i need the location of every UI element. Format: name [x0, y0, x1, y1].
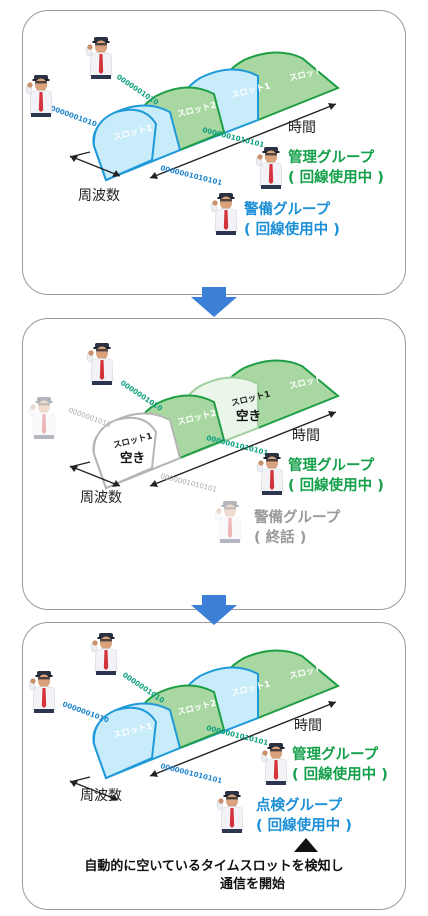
- panel1-tunnel: スロット2 スロット1 スロット2 スロット1: [69, 51, 340, 182]
- bit-stream: 0000001010: [49, 104, 98, 128]
- person-icon: [85, 36, 113, 80]
- group-status: ( 回線使用中 ): [292, 765, 388, 783]
- group-name: 管理グループ: [292, 745, 379, 763]
- axis-freq-label: 周波数: [80, 788, 122, 804]
- group-name: 点検グループ: [256, 796, 343, 814]
- panel2-tunnel: スロット2 スロット1 空き スロット2 スロット1 空き: [69, 359, 340, 490]
- group-name: 警備グループ: [253, 508, 341, 526]
- down-arrow-icon: [191, 595, 237, 625]
- bit-stream: 0000001010101: [206, 434, 269, 457]
- empty-label: 空き: [236, 408, 261, 423]
- axis-time-label: 時間: [294, 718, 322, 734]
- group-status: ( 終話 ): [254, 528, 306, 546]
- person-icon: [90, 632, 118, 676]
- person-icon: [255, 146, 283, 190]
- bit-stream: 0000001010: [119, 379, 164, 413]
- person-icon: [86, 342, 114, 386]
- bit-stream: 0000001010: [67, 406, 112, 429]
- caption-line-1: 自動的に空いているタイムスロットを検知し: [84, 859, 344, 874]
- person-icon: [260, 742, 288, 786]
- panel3-tunnel: スロット2 スロット1 スロット2 スロット1: [69, 649, 340, 783]
- person-icon: [216, 790, 244, 834]
- bit-stream: 0000001010101: [160, 164, 223, 187]
- group-status: ( 回線使用中 ): [288, 168, 384, 186]
- person-icon: [25, 74, 53, 118]
- empty-label: 空き: [120, 450, 145, 465]
- bit-stream: 0000001010101: [206, 724, 269, 747]
- group-name: 管理グループ: [288, 456, 375, 474]
- bit-stream: 0000001010: [121, 671, 166, 705]
- bit-stream: 0000001010101: [160, 762, 223, 785]
- axis-freq-label: 周波数: [78, 188, 120, 204]
- person-icon: [28, 670, 56, 714]
- bit-stream: 0000001010: [115, 73, 160, 107]
- down-arrow-icon: [191, 287, 237, 317]
- axis-freq-label: 周波数: [80, 490, 122, 506]
- pointer-triangle-icon: [294, 838, 318, 852]
- panel-2: [22, 318, 406, 610]
- person-icon: [256, 452, 284, 496]
- group-name: 警備グループ: [243, 200, 331, 218]
- group-status: ( 回線使用中 ): [288, 476, 384, 494]
- group-name: 管理グループ: [288, 148, 375, 166]
- person-icon: [214, 500, 242, 544]
- caption-line-2: 通信を開始: [220, 877, 286, 892]
- person-icon: [28, 396, 56, 440]
- bit-stream: 0000001010: [61, 700, 110, 724]
- axis-time-label: 時間: [292, 428, 320, 444]
- bit-stream: 0000001010101: [160, 472, 218, 494]
- axis-time-label: 時間: [288, 120, 316, 136]
- group-status: ( 回線使用中 ): [256, 816, 352, 834]
- person-icon: [210, 192, 238, 236]
- group-status: ( 回線使用中 ): [244, 220, 340, 238]
